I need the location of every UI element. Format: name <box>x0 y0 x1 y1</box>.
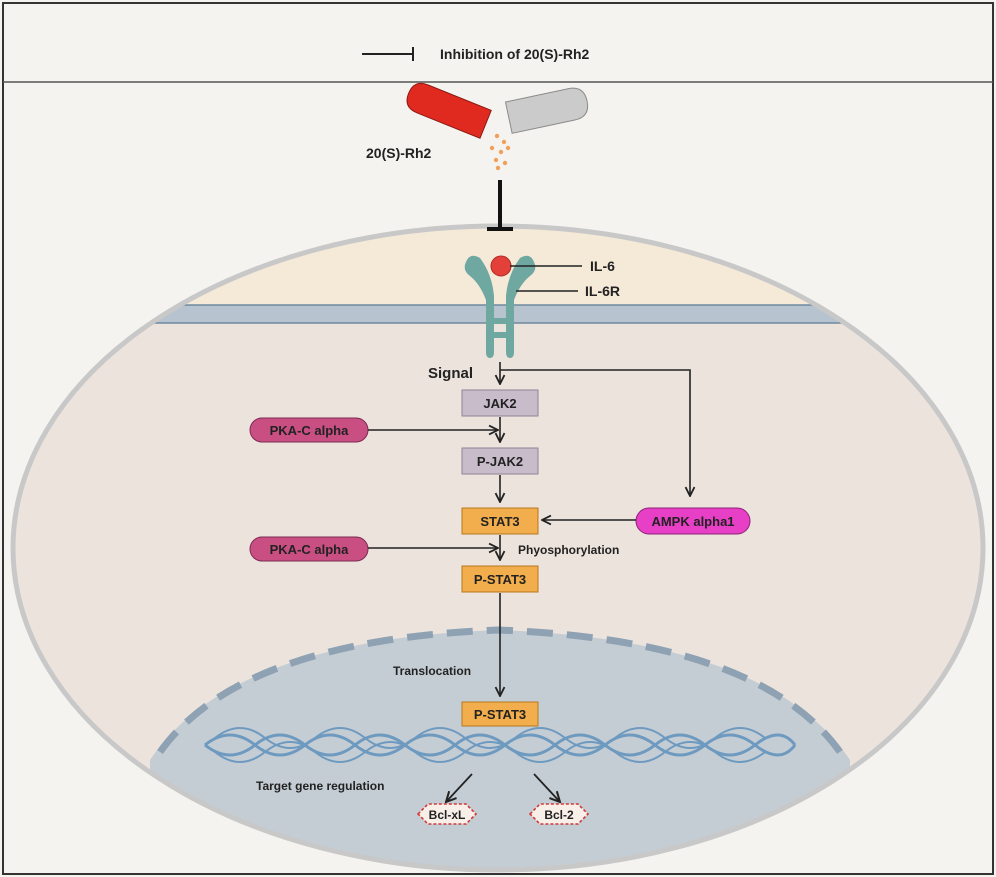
bcl-2-node <box>528 803 590 825</box>
pka-c-alpha-pill-2 <box>249 536 369 562</box>
translocation-label: Translocation <box>393 664 471 678</box>
signal-label: Signal <box>428 365 473 382</box>
pka-c-alpha-label-2: PKA-C alpha <box>270 542 350 557</box>
capsule-icon <box>406 82 589 139</box>
jak2-label: JAK2 <box>483 396 516 411</box>
legend: Inhibition of 20(S)-Rh2 <box>362 46 590 62</box>
bcl-2-label: Bcl-2 <box>544 808 574 822</box>
legend-inhibition-text: Inhibition of 20(S)-Rh2 <box>440 46 590 62</box>
p-jak2-label: P-JAK2 <box>477 454 523 469</box>
nuclear-envelope <box>157 626 843 755</box>
to-bcl-2-arrow <box>533 773 560 802</box>
bcl-xl-label: Bcl-xL <box>429 808 466 822</box>
nucleus <box>150 630 850 870</box>
target-gene-regulation-label: Target gene regulation <box>256 779 384 793</box>
jak2-box <box>461 389 539 417</box>
p-jak2-box <box>461 447 539 475</box>
phosphorylation-label: Phyosphorylation <box>518 543 619 557</box>
p-stat3-label: P-STAT3 <box>474 572 526 587</box>
il6-receptor-icon <box>464 255 536 358</box>
dna-helix <box>204 727 797 763</box>
stat3-label: STAT3 <box>480 514 519 529</box>
ampk-alpha1-pill <box>635 507 751 535</box>
signal-to-ampk-arrow <box>500 369 690 496</box>
p-stat3-nuclear-label: P-STAT3 <box>474 707 526 722</box>
cell-membrane <box>13 305 983 323</box>
pka-c-alpha-label-1: PKA-C alpha <box>270 423 350 438</box>
stat3-box <box>461 507 539 535</box>
p-stat3-box <box>461 565 539 593</box>
p-stat3-nuclear-box <box>461 701 539 727</box>
il6r-label: IL-6R <box>585 283 620 299</box>
drug-powder-icon <box>489 133 511 171</box>
bcl-xl-node <box>416 803 478 825</box>
il6-ligand-icon <box>490 255 512 277</box>
ampk-alpha1-label: AMPK alpha1 <box>651 514 734 529</box>
il6-label: IL-6 <box>590 258 615 274</box>
to-bcl-xl-arrow <box>446 773 473 802</box>
drug-label: 20(S)-Rh2 <box>366 145 432 161</box>
